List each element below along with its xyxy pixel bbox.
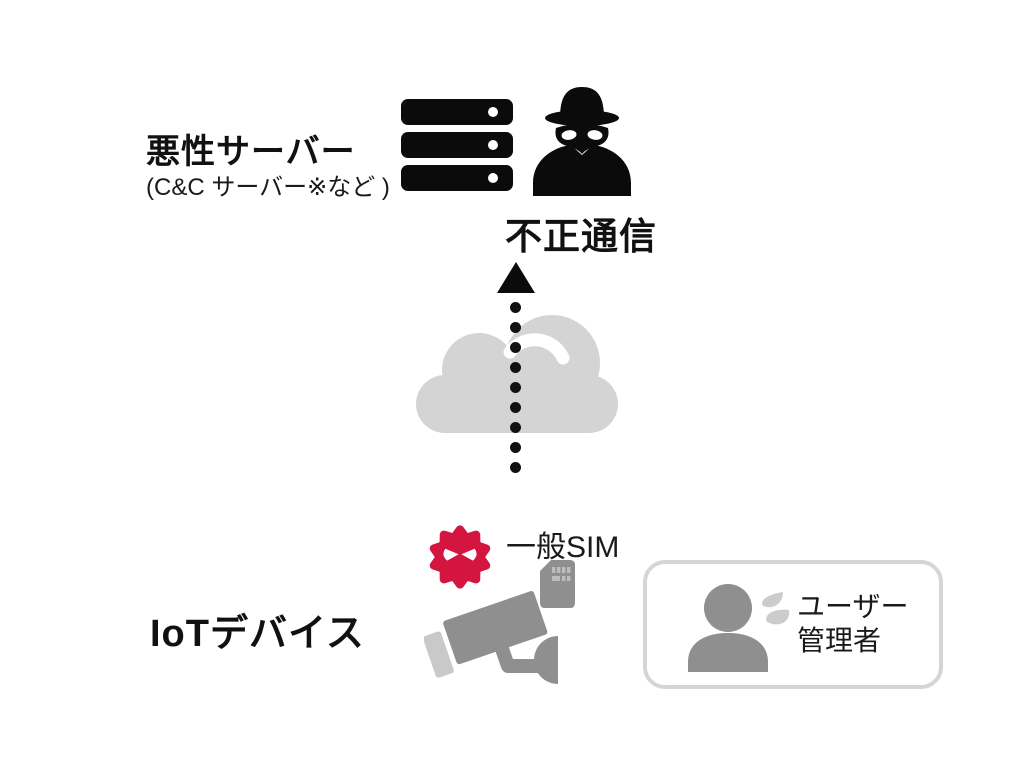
cctv-camera-icon: [424, 591, 558, 684]
server-led-dot: [488, 140, 498, 150]
administrator-label: 管理者: [797, 625, 882, 656]
server-led-dot: [488, 173, 498, 183]
arrow-up-icon: [497, 262, 535, 293]
user-person-icon: [688, 584, 768, 672]
mask-eye: [561, 130, 577, 140]
server-rack-icon: [401, 99, 513, 192]
malicious-server-label: 悪性サーバー: [146, 133, 356, 171]
unauthorized-communication-label: 不正通信: [505, 216, 657, 257]
dotted-line: [510, 302, 521, 473]
hacker-spy-icon: [533, 87, 631, 196]
general-sim-label: 一般SIM: [506, 531, 620, 564]
virus-eye: [443, 548, 459, 561]
sweat-drops-icon: [762, 592, 790, 625]
mask-eye: [587, 130, 603, 140]
server-led-dot: [488, 107, 498, 117]
user-card-text: ユーザー 管理者: [797, 590, 908, 658]
user-label: ユーザー: [797, 591, 909, 622]
user-admin-card: ユーザー 管理者: [643, 560, 943, 689]
cnc-server-note: (C&C サーバー※など ): [146, 174, 390, 201]
virus-eye: [461, 548, 477, 561]
iot-device-label: IoTデバイス: [150, 613, 365, 655]
malware-virus-icon: [429, 525, 491, 589]
sim-card-icon: [540, 560, 575, 608]
